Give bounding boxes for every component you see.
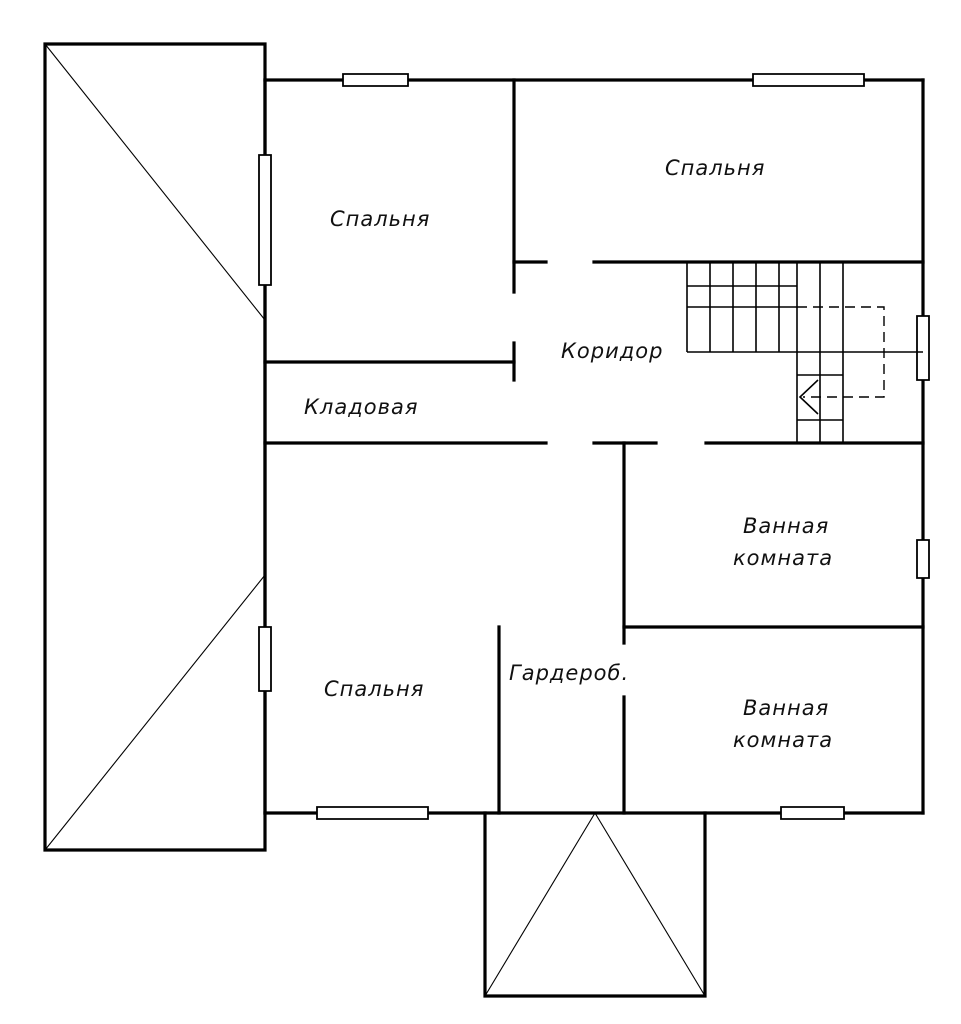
left-roof-outline <box>45 44 265 850</box>
left-roof-diagonal-top <box>45 44 265 320</box>
left-roof-section <box>45 44 265 850</box>
stair-direction-arrow <box>800 380 818 414</box>
left-roof-diagonal-bottom <box>45 575 265 850</box>
window-left-lower <box>259 627 271 691</box>
window-bottom-right <box>781 807 844 819</box>
label-bathroom-upper-line1: Ванная <box>743 514 829 538</box>
window-right-bath <box>917 540 929 578</box>
porch-diagonal-left <box>485 813 595 996</box>
label-bedroom-nw: Спальня <box>330 207 430 231</box>
label-pantry: Кладовая <box>304 395 418 419</box>
porch-outline <box>485 813 705 996</box>
label-bedroom-ne: Спальня <box>665 156 765 180</box>
label-bathroom-lower-line1: Ванная <box>743 696 829 720</box>
stair-upper-flight-dashed <box>797 307 884 397</box>
label-corridor: Коридор <box>561 339 663 363</box>
porch-diagonal-right <box>595 813 705 996</box>
label-wardrobe: Гардероб. <box>509 661 629 685</box>
label-bedroom-sw: Спальня <box>324 677 424 701</box>
interior-walls <box>265 80 923 813</box>
window-left-upper <box>259 155 271 285</box>
window-top-left <box>343 74 408 86</box>
staircase <box>687 262 923 443</box>
porch-roof <box>485 813 705 996</box>
windows <box>259 74 929 819</box>
window-bottom-left <box>317 807 428 819</box>
window-right-stair <box>917 316 929 380</box>
label-bathroom-upper-line2: комната <box>733 546 833 570</box>
label-bathroom-lower-line2: комната <box>733 728 833 752</box>
window-top-right <box>753 74 864 86</box>
